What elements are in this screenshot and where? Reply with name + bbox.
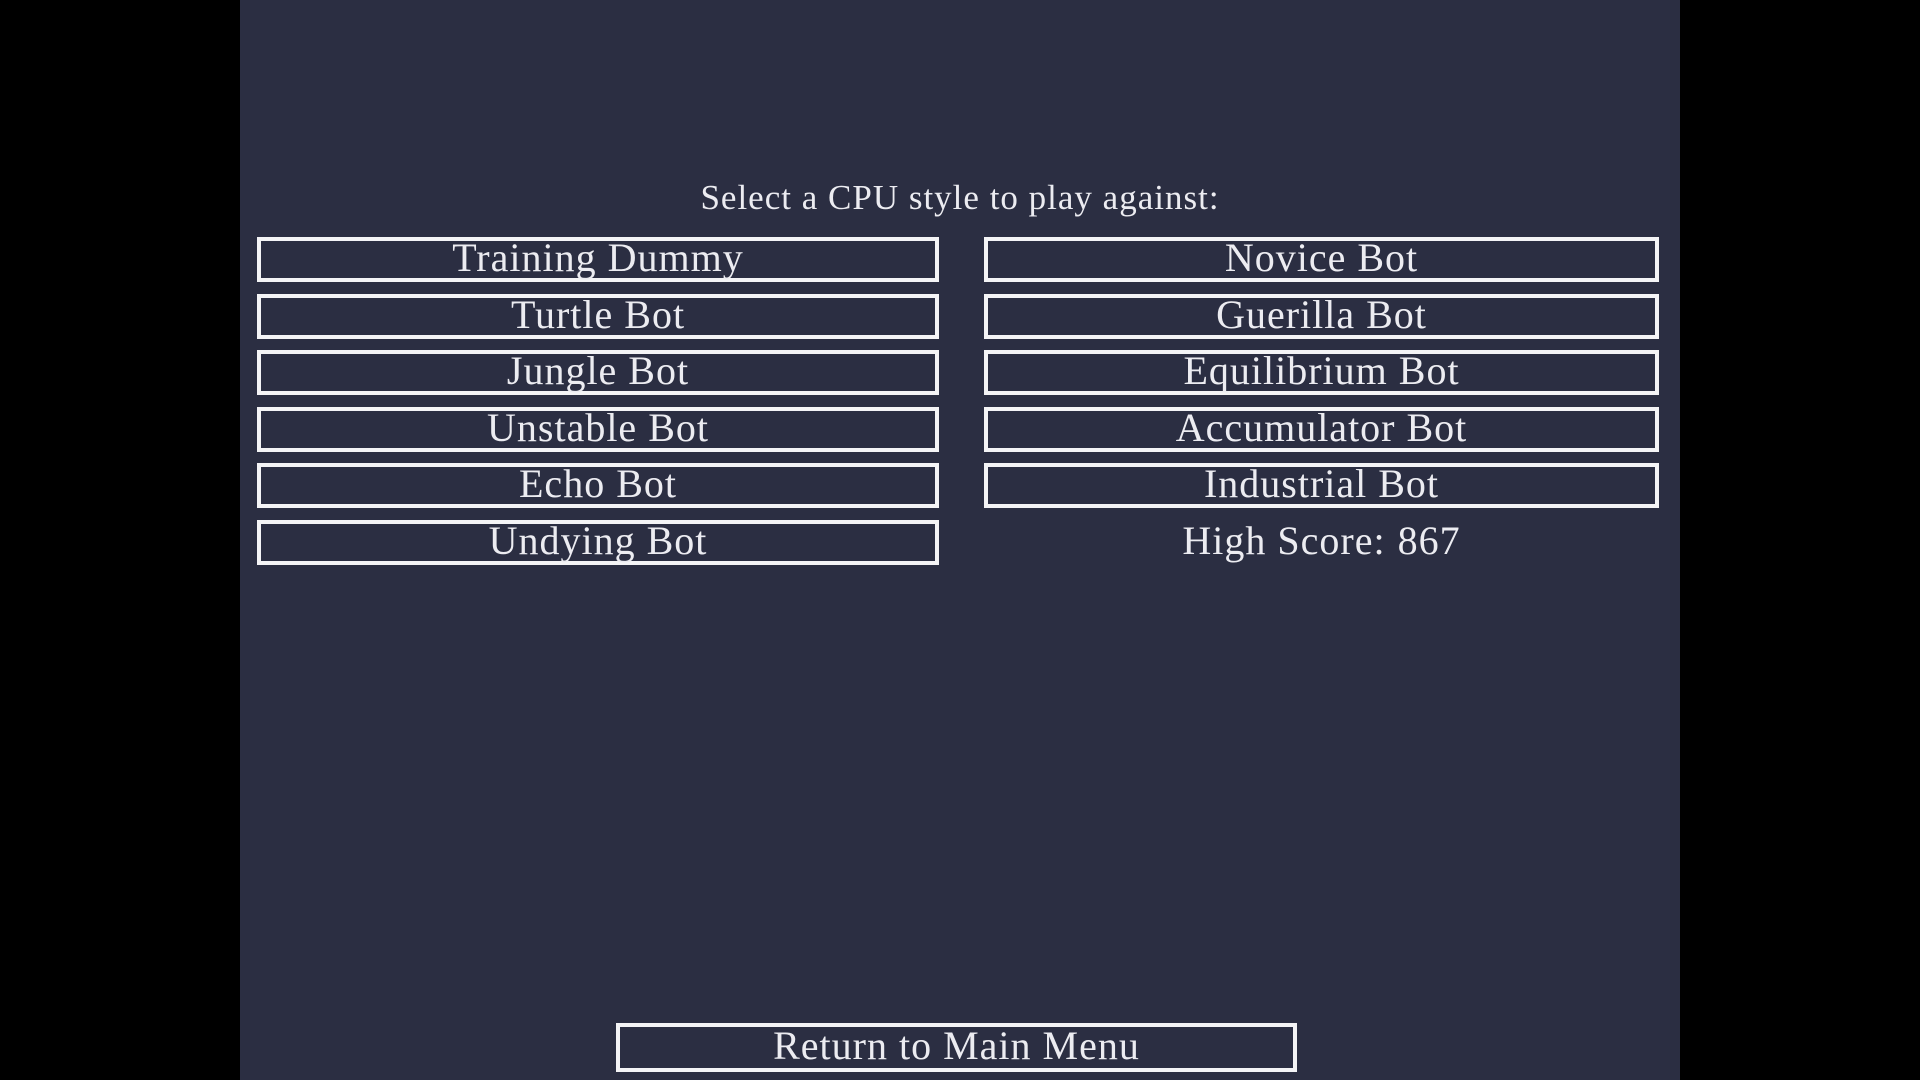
cpu-button-guerilla-bot[interactable]: Guerilla Bot (984, 293, 1659, 339)
high-score: High Score: 867 (984, 518, 1659, 565)
high-score-label: High Score: (1182, 518, 1386, 563)
cpu-button-turtle-bot[interactable]: Turtle Bot (257, 293, 939, 339)
letterbox-left (0, 0, 240, 1080)
cpu-button-unstable-bot[interactable]: Unstable Bot (257, 406, 939, 452)
cpu-button-echo-bot[interactable]: Echo Bot (257, 463, 939, 508)
cpu-button-grid: Training Dummy Turtle Bot Jungle Bot Uns… (257, 237, 1659, 565)
cpu-button-accumulator-bot[interactable]: Accumulator Bot (984, 406, 1659, 452)
cpu-button-industrial-bot[interactable]: Industrial Bot (984, 463, 1659, 508)
cpu-button-jungle-bot[interactable]: Jungle Bot (257, 350, 939, 395)
return-to-main-menu-button[interactable]: Return to Main Menu (616, 1023, 1297, 1072)
high-score-value: 867 (1397, 518, 1461, 563)
cpu-select-screen: Select a CPU style to play against: Trai… (240, 0, 1680, 1080)
cpu-button-training-dummy[interactable]: Training Dummy (257, 237, 939, 282)
cpu-button-novice-bot[interactable]: Novice Bot (984, 237, 1659, 282)
cpu-button-equilibrium-bot[interactable]: Equilibrium Bot (984, 350, 1659, 395)
page-title: Select a CPU style to play against: (700, 178, 1220, 217)
letterbox-right (1680, 0, 1920, 1080)
cpu-button-undying-bot[interactable]: Undying Bot (257, 519, 939, 565)
